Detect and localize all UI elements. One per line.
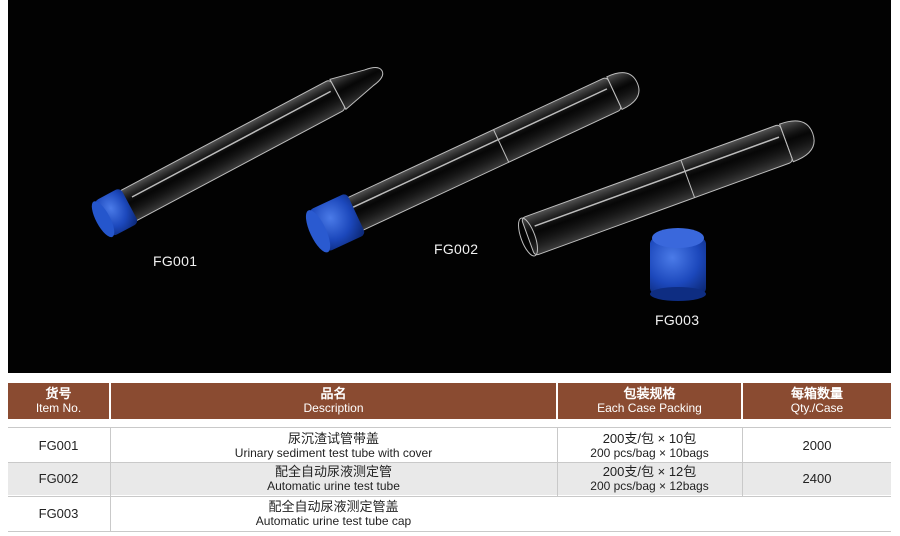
divider xyxy=(8,496,891,497)
cell-description: 配全自动尿液测定管盖 Automatic urine test tube cap xyxy=(255,499,412,529)
header-description: 品名 Description xyxy=(111,383,556,419)
cell-qty xyxy=(743,498,891,530)
table-row: FG002 配全自动尿液测定管 Automatic urine test tub… xyxy=(8,463,891,495)
cell-qty: 2000 xyxy=(802,438,832,453)
label-fg001: FG001 xyxy=(153,253,198,269)
divider xyxy=(8,462,891,463)
cell-packing: 200支/包 × 12包 200 pcs/bag × 12bags xyxy=(590,464,709,494)
cell-description: 配全自动尿液测定管 Automatic urine test tube xyxy=(267,464,400,494)
divider xyxy=(8,531,891,532)
test-tubes-illustration xyxy=(91,67,815,301)
cell-item-no: FG002 xyxy=(38,471,79,486)
cell-qty: 2400 xyxy=(802,471,832,486)
table-row: FG001 尿沉渣试管带盖 Urinary sediment test tube… xyxy=(8,430,891,462)
tube-fg003 xyxy=(518,120,815,257)
table-header: 货号 Item No. 品名 Description 包装规格 Each Cas… xyxy=(8,383,891,419)
cell-packing xyxy=(558,498,741,530)
table-row: FG003 配全自动尿液测定管盖 Automatic urine test tu… xyxy=(8,498,891,530)
cell-description: 尿沉渣试管带盖 Urinary sediment test tube with … xyxy=(234,431,433,461)
cell-item-no: FG003 xyxy=(38,506,79,521)
tube-fg001 xyxy=(91,67,384,238)
column-divider xyxy=(110,428,111,531)
tube-fg002 xyxy=(305,72,640,253)
header-packing: 包装规格 Each Case Packing xyxy=(558,383,741,419)
header-item-no: 货号 Item No. xyxy=(8,383,109,419)
label-fg003: FG003 xyxy=(655,312,700,328)
label-fg002: FG002 xyxy=(434,241,479,257)
product-photo: FG001 FG002 FG003 xyxy=(8,0,891,373)
divider xyxy=(8,427,891,428)
cap-fg003 xyxy=(650,228,706,301)
cell-item-no: FG001 xyxy=(38,438,79,453)
cell-packing: 200支/包 × 10包 200 pcs/bag × 10bags xyxy=(590,431,709,461)
header-qty: 每箱数量 Qty./Case xyxy=(743,383,891,419)
column-divider xyxy=(742,428,743,496)
column-divider xyxy=(557,428,558,496)
